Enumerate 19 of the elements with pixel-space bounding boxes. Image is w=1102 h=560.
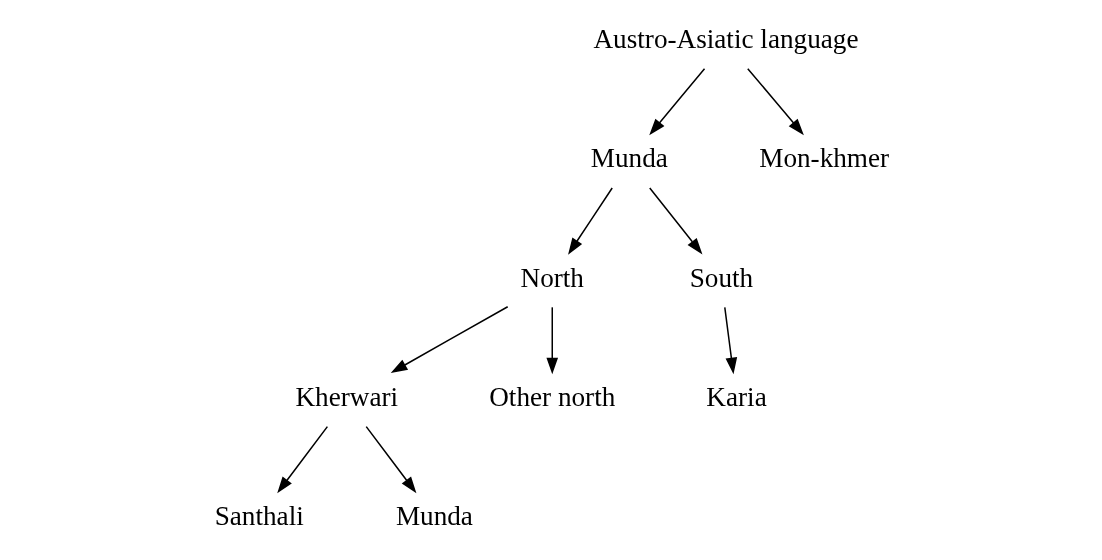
node-text: Mon-khmer — [758, 143, 889, 174]
node-text: Santhali — [214, 501, 304, 532]
arrow — [723, 306, 737, 375]
arrow — [390, 306, 508, 373]
node-text: North — [520, 262, 584, 293]
arrow — [648, 67, 705, 136]
arrow — [545, 306, 558, 375]
arrow — [648, 187, 702, 255]
node-text: Karia — [705, 381, 767, 412]
arrow — [746, 67, 804, 136]
node-text: Munda — [590, 143, 668, 174]
node-text: South — [689, 262, 753, 293]
node-text: Austro-Asiatic language — [592, 23, 858, 54]
arrow — [365, 425, 416, 494]
node-text: Munda — [395, 501, 473, 532]
node-text: Kherwari — [294, 381, 398, 412]
node-text: Other north — [488, 381, 615, 412]
arrow — [276, 425, 328, 494]
arrow — [567, 187, 613, 255]
